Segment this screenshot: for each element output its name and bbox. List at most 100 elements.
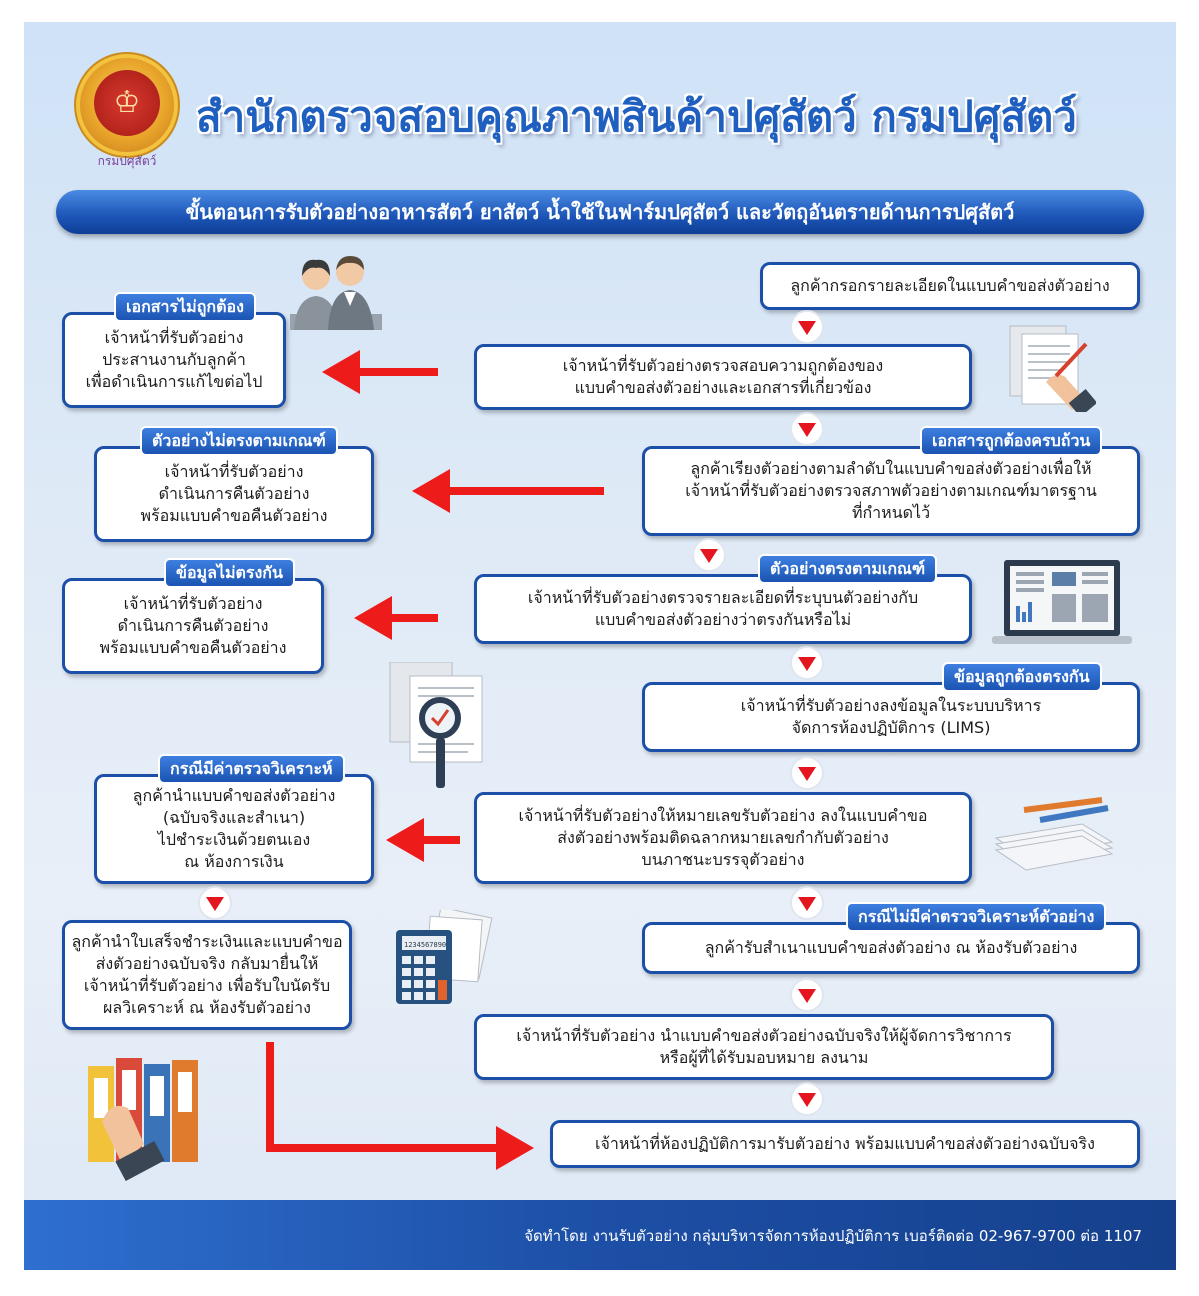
step-3-line-2: เจ้าหน้าที่รับตัวอย่างตรวจสภาพตัวอย่างตา… — [685, 481, 1097, 500]
step-4-line-2: แบบคำขอส่งตัวอย่างว่าตรงกันหรือไม่ — [594, 610, 852, 629]
computer-illustration — [992, 560, 1132, 644]
pen-2 — [1039, 805, 1109, 823]
woman-head — [302, 262, 330, 290]
left-5-box: ลูกค้านำใบเสร็จชำระเงินและแบบคำขอ ส่งตัว… — [62, 920, 352, 1030]
magnifier-documents-illustration — [389, 662, 483, 788]
left-3-tag: ข้อมูลไม่ตรงกัน — [164, 558, 295, 588]
step-4-box: เจ้าหน้าที่รับตัวอย่างตรวจรายละเอียดที่ร… — [474, 574, 972, 644]
step-3-line-3: ที่กำหนดไว้ — [851, 503, 931, 522]
left-arrow-1-shaft — [358, 368, 438, 376]
left-5-line-4: ผลวิเคราะห์ ณ ห้องรับตัวอย่าง — [103, 998, 311, 1017]
step-4-line-1: เจ้าหน้าที่รับตัวอย่างตรวจรายละเอียดที่ร… — [527, 588, 919, 607]
page-title: สำนักตรวจสอบคุณภาพสินค้าปศุสัตว์ กรมปศุส… — [196, 92, 1077, 141]
pen-1 — [1023, 797, 1103, 813]
step-5-line-1: เจ้าหน้าที่รับตัวอย่างลงข้อมูลในระบบบริห… — [740, 696, 1042, 715]
step-6-line-3: บนภาชนะบรรจุตัวอย่าง — [641, 850, 805, 869]
left-1-box: เจ้าหน้าที่รับตัวอย่าง ประสานงานกับลูกค้… — [62, 312, 286, 408]
down-arrow-icon — [792, 758, 822, 788]
down-arrow-icon — [792, 980, 822, 1010]
left-3-line-1: เจ้าหน้าที่รับตัวอย่าง — [123, 594, 263, 613]
left-arrow-4-head — [386, 818, 424, 862]
document-signing-illustration — [1009, 325, 1096, 412]
left-1-tag: เอกสารไม่ถูกต้อง — [114, 292, 256, 322]
step-6-line-2: ส่งตัวอย่างพร้อมติดฉลากหมายเลขกำกับตัวอย… — [557, 828, 889, 847]
left-4-line-4: ณ ห้องการเงิน — [184, 852, 284, 871]
down-arrow-icon — [694, 540, 724, 570]
logo-emblem: ♔ — [94, 70, 160, 136]
left-arrow-2-shaft — [448, 487, 604, 495]
left-arrow-3-head — [354, 596, 392, 640]
left-2-line-3: พร้อมแบบคำขอคืนตัวอย่าง — [140, 506, 328, 525]
binder-labels — [94, 1070, 192, 1118]
calculator-illustration: 1234567890 — [396, 910, 493, 1004]
man-body — [328, 290, 374, 330]
pen — [1054, 342, 1088, 378]
left-4-box: ลูกค้านำแบบคำขอส่งตัวอย่าง (ฉบับจริงและส… — [94, 774, 374, 884]
step-7-line-1: ลูกค้ารับสำเนาแบบคำขอส่งตัวอย่าง ณ ห้องร… — [704, 938, 1078, 957]
woman-hair — [302, 259, 330, 276]
left-5-line-3: เจ้าหน้าที่รับตัวอย่าง เพื่อรับใบนัดรับ — [83, 976, 331, 995]
step-9-box: เจ้าหน้าที่ห้องปฏิบัติการมารับตัวอย่าง พ… — [550, 1120, 1140, 1168]
elbow-arrow-vertical — [266, 1042, 274, 1152]
step-5-line-2: จัดการห้องปฏิบัติการ (LIMS) — [791, 718, 991, 737]
magnifier-lens — [419, 697, 461, 739]
left-arrow-4-shaft — [422, 836, 460, 844]
left-arrow-1-head — [322, 350, 360, 394]
left-arrow-2-head — [412, 469, 450, 513]
step-1-line-1: ลูกค้ากรอกรายละเอียดในแบบคำขอส่งตัวอย่าง — [790, 276, 1110, 295]
calculator-keys — [402, 956, 435, 1000]
step-3-line-1: ลูกค้าเรียงตัวอย่างตามลำดับในแบบคำขอส่งต… — [690, 459, 1092, 478]
emblem-icon: ♔ — [113, 85, 141, 120]
step-5-box: เจ้าหน้าที่รับตัวอย่างลงข้อมูลในระบบบริห… — [642, 682, 1140, 752]
check-mark — [430, 709, 450, 727]
left-4-line-1: ลูกค้านำแบบคำขอส่งตัวอย่าง — [132, 786, 336, 805]
left-2-box: เจ้าหน้าที่รับตัวอย่าง ดำเนินการคืนตัวอย… — [94, 446, 374, 542]
left-2-tag: ตัวอย่างไม่ตรงตามเกณฑ์ — [140, 426, 338, 456]
left-2-line-1: เจ้าหน้าที่รับตัวอย่าง — [164, 462, 304, 481]
step-3-box: ลูกค้าเรียงตัวอย่างตามลำดับในแบบคำขอส่งต… — [642, 446, 1140, 536]
step-4-tag: ตัวอย่างตรงตามเกณฑ์ — [758, 554, 938, 584]
left-4-line-2: (ฉบับจริงและสำเนา) — [162, 808, 306, 827]
down-arrow-icon — [792, 1084, 822, 1114]
down-arrow-icon — [792, 648, 822, 678]
binders-illustration — [88, 1058, 198, 1182]
step-1-box: ลูกค้ากรอกรายละเอียดในแบบคำขอส่งตัวอย่าง — [760, 262, 1140, 310]
screen-widgets — [1016, 572, 1108, 622]
department-logo: ♔ — [80, 58, 174, 152]
people-illustration — [290, 256, 382, 330]
step-2-box: เจ้าหน้าที่รับตัวอย่างตรวจสอบความถูกต้อง… — [474, 344, 972, 410]
elbow-arrow-head — [496, 1126, 534, 1170]
left-3-box: เจ้าหน้าที่รับตัวอย่าง ดำเนินการคืนตัวอย… — [62, 578, 324, 674]
hand — [102, 1105, 144, 1164]
left-4-tag: กรณีมีค่าตรวจวิเคราะห์ — [158, 754, 345, 784]
doc-lines — [418, 687, 474, 753]
step-5-tag: ข้อมูลถูกต้องตรงกัน — [942, 662, 1102, 692]
laptop-base — [992, 636, 1132, 644]
down-arrow-icon — [792, 414, 822, 444]
left-1-line-1: เจ้าหน้าที่รับตัวอย่าง — [104, 328, 244, 347]
step-8-box: เจ้าหน้าที่รับตัวอย่าง นำแบบคำขอส่งตัวอย… — [474, 1014, 1054, 1080]
down-arrow-icon — [200, 888, 230, 918]
left-5-line-2: ส่งตัวอย่างฉบับจริง กลับมายื่นให้ — [95, 954, 319, 973]
step-2-line-1: เจ้าหน้าที่รับตัวอย่างตรวจสอบความถูกต้อง… — [562, 356, 884, 375]
left-1-line-3: เพื่อดำเนินการแก้ไขต่อไป — [85, 372, 263, 391]
step-8-line-2: หรือผู้ที่ได้รับมอบหมาย ลงนาม — [659, 1048, 869, 1067]
calculator-display — [402, 936, 446, 950]
doc-lines — [1028, 345, 1070, 379]
page-subtitle: ขั้นตอนการรับตัวอย่างอาหารสัตว์ ยาสัตว์ … — [56, 190, 1144, 234]
calculator-display-text: 1234567890 — [404, 941, 446, 949]
logo-caption: กรมปศุสัตว์ — [97, 154, 157, 168]
left-3-line-2: ดำเนินการคืนตัวอย่าง — [117, 616, 269, 635]
down-arrow-icon — [792, 312, 822, 342]
step-6-box: เจ้าหน้าที่รับตัวอย่างให้หมายเลขรับตัวอย… — [474, 792, 972, 884]
step-7-tag: กรณีไม่มีค่าตรวจวิเคราะห์ตัวอย่าง — [846, 902, 1107, 932]
left-4-line-3: ไปชำระเงินด้วยตนเอง — [157, 830, 311, 849]
sleeve — [115, 1140, 165, 1182]
left-1-line-2: ประสานงานกับลูกค้า — [102, 350, 246, 369]
step-9-line-1: เจ้าหน้าที่ห้องปฏิบัติการมารับตัวอย่าง พ… — [595, 1134, 1095, 1153]
man-hair — [336, 256, 364, 270]
step-6-line-1: เจ้าหน้าที่รับตัวอย่างให้หมายเลขรับตัวอย… — [518, 806, 928, 825]
elbow-arrow-horizontal — [266, 1144, 498, 1152]
infographic-frame: ♔ กรมปศุสัตว์ สำนักตรวจสอบคุณภาพสินค้าปศ… — [24, 22, 1176, 1270]
paper-stack — [994, 823, 1114, 871]
